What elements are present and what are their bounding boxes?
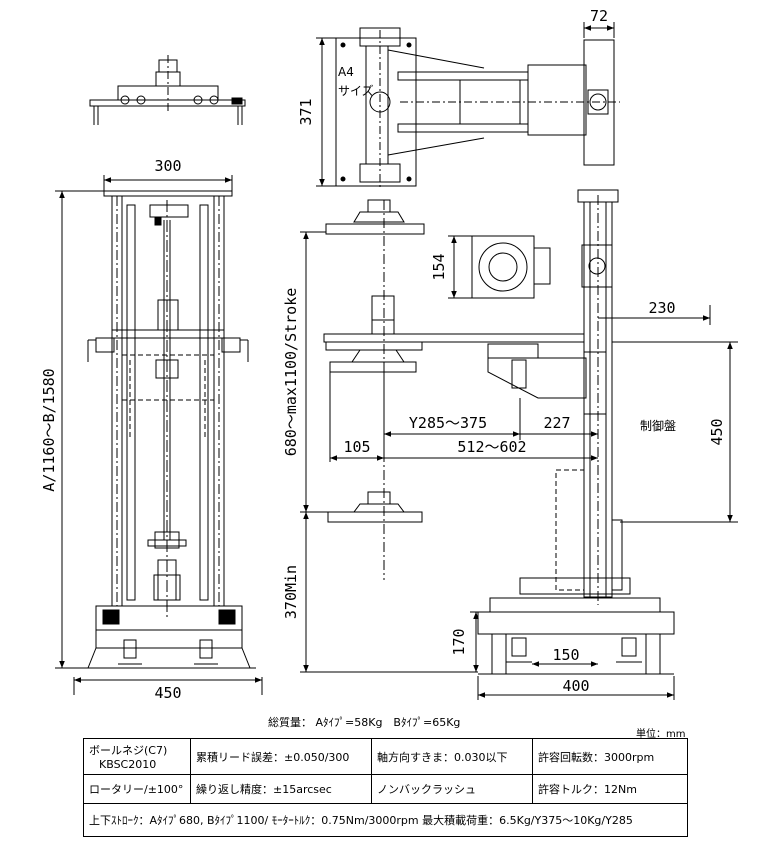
- spec-ballscrew-name: ボールネジ(C7): [89, 744, 168, 757]
- side-view: [323, 189, 675, 675]
- spec-axial-play: 軸方向すきま：0.030以下: [371, 738, 533, 775]
- dim-512-602: 512～602: [457, 438, 526, 456]
- dim-72: 72: [590, 7, 608, 25]
- top-view-left: [89, 55, 246, 125]
- spec-ballscrew: ボールネジ(C7) KBSC2010: [83, 738, 191, 775]
- side-dimensions: [300, 231, 738, 700]
- dim-height-range: A/1160～B/1580: [40, 368, 58, 491]
- plan-dimensions: [316, 22, 615, 187]
- dim-y-range: Y285～375: [409, 414, 487, 432]
- spec-rotary: ロータリー/±100°: [83, 774, 191, 804]
- spec-rotation: 許容回転数：3000rpm: [532, 738, 688, 775]
- front-view-left: [82, 190, 256, 669]
- dim-450-right: 450: [708, 418, 726, 445]
- dim-300: 300: [154, 157, 181, 175]
- dim-105: 105: [343, 438, 370, 456]
- table-row: ロータリー/±100° 繰り返し精度：±15arcsec ノンバックラッシュ 許…: [83, 774, 688, 804]
- technical-drawing: 300 450 A/1160～B/1580 72 371 A4 サイズ: [40, 7, 738, 702]
- plan-view: [335, 27, 620, 190]
- table-row: 上下ｽﾄﾛｰｸ：Aﾀｲﾌﾟ680, Bﾀｲﾌﾟ1100/ ﾓｰﾀｰﾄﾙｸ：0.7…: [83, 803, 688, 837]
- label-control-panel: 制御盤: [640, 418, 676, 433]
- dim-170: 170: [450, 628, 468, 655]
- table-row: ボールネジ(C7) KBSC2010 累積リード誤差：±0.050/300 軸方…: [83, 738, 688, 775]
- dim-370min: 370Min: [282, 565, 300, 619]
- label-size: サイズ: [338, 83, 374, 98]
- unit-label: 単位：mm: [636, 729, 686, 740]
- total-weight: 総質量： Aﾀｲﾌﾟ=58Kg Bﾀｲﾌﾟ=65Kg: [268, 716, 461, 729]
- dim-154: 154: [430, 253, 448, 280]
- spec-torque: 許容トルク：12Nm: [532, 774, 688, 804]
- dim-371: 371: [297, 98, 315, 125]
- label-a4: A4: [338, 65, 354, 79]
- dim-150: 150: [552, 646, 579, 664]
- spec-table: ボールネジ(C7) KBSC2010 累積リード誤差：±0.050/300 軸方…: [83, 738, 688, 837]
- dim-230: 230: [648, 299, 675, 317]
- spec-lead-error: 累積リード誤差：±0.050/300: [190, 738, 372, 775]
- spec-repeatability: 繰り返し精度：±15arcsec: [190, 774, 372, 804]
- spec-ballscrew-model: KBSC2010: [99, 758, 157, 771]
- spec-backlash: ノンバックラッシュ: [371, 774, 533, 804]
- dim-400: 400: [562, 677, 589, 695]
- spec-stroke-summary: 上下ｽﾄﾛｰｸ：Aﾀｲﾌﾟ680, Bﾀｲﾌﾟ1100/ ﾓｰﾀｰﾄﾙｸ：0.7…: [83, 803, 688, 837]
- dim-stroke: 680～max1100/Stroke: [282, 288, 300, 457]
- left-dimensions: [55, 175, 263, 695]
- dim-450-bottom: 450: [154, 684, 181, 702]
- dim-227: 227: [543, 414, 570, 432]
